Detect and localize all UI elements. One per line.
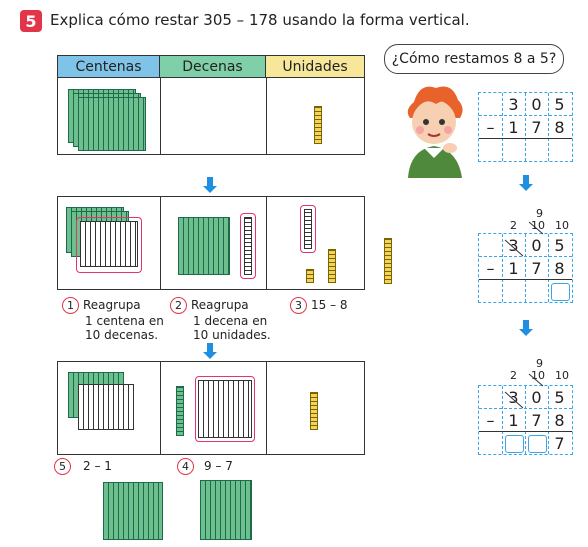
regrouped-ten-units [304, 209, 312, 249]
hundred-flat [78, 97, 146, 151]
down-arrow-icon [519, 320, 533, 336]
units-rod [328, 249, 336, 283]
regroup-two: 2 [510, 219, 517, 232]
answer-box[interactable] [528, 435, 547, 453]
regrouped-hundred-flat [80, 221, 138, 267]
units-rod [306, 269, 314, 283]
header-unidades: Unidades [266, 56, 364, 78]
regroup-ten-units: 10 [555, 369, 569, 382]
result-hundred-flat [103, 482, 163, 540]
regroup-ten-units: 10 [555, 219, 569, 232]
vertical-grid-1: 3 0 5 – 1 7 8 [478, 92, 573, 162]
down-arrow-icon [203, 177, 217, 193]
five-units-rod [314, 106, 322, 144]
ten-rod [176, 386, 184, 436]
regroup-nine: 9 [536, 207, 543, 220]
vertical-grid-3: 3 0 5 – 1 7 8 7 [478, 373, 573, 455]
speech-bubble: ¿Cómo restamos 8 a 5? [384, 44, 564, 74]
header-decenas: Decenas [160, 56, 266, 78]
pink-highlight [76, 217, 142, 273]
result-ten-rods [200, 480, 252, 540]
answer-box[interactable] [505, 435, 524, 453]
pink-highlight [300, 205, 316, 253]
exercise-number-badge: 5 [20, 10, 42, 32]
vertical-grid-2: 3 0 5 – 1 7 8 [478, 221, 573, 303]
pink-highlight [240, 213, 256, 279]
down-arrow-icon [203, 343, 217, 359]
regrouped-ten-rod [244, 217, 252, 275]
regroup-two: 2 [510, 369, 517, 382]
place-value-table: Centenas Decenas Unidades [57, 55, 365, 155]
regroup-nine: 9 [536, 357, 543, 370]
regroup-ten: 10 [531, 219, 545, 232]
exercise-title: Explica cómo restar 305 – 178 usando la … [50, 11, 470, 29]
units-rod [310, 392, 318, 430]
answer-box[interactable] [551, 283, 570, 301]
hundred-flat-outline [78, 384, 134, 430]
moved-units-rod [384, 238, 392, 284]
down-arrow-icon [519, 175, 533, 191]
ten-rods-group [178, 217, 230, 275]
result-units: 7 [554, 433, 565, 453]
ten-rods-outline [198, 380, 252, 438]
result-table [57, 361, 365, 455]
boy-illustration-icon [400, 82, 468, 178]
regroup-table [57, 196, 365, 290]
header-centenas: Centenas [58, 56, 160, 78]
pink-highlight [195, 376, 255, 442]
